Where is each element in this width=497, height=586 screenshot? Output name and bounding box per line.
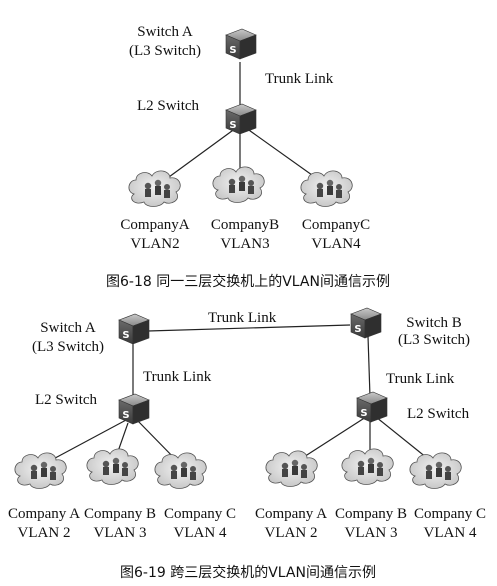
group-name-a: CompanyA	[120, 217, 189, 233]
group-vlan-left-c: VLAN 4	[174, 525, 227, 541]
group-name-right-a: Company A	[255, 506, 327, 522]
group-vlan-a: VLAN2	[130, 236, 179, 252]
workgroup-cloud-icon	[14, 452, 67, 489]
trunk-link-line	[147, 324, 351, 332]
workgroup-cloud-icon	[409, 452, 462, 489]
group-name-left-b: Company B	[84, 506, 156, 522]
trunk-link-label: Trunk Link	[208, 310, 277, 326]
group-name-c: CompanyC	[302, 217, 370, 233]
l2-switch-label: L2 Switch	[137, 98, 200, 114]
group-vlan-left-a: VLAN 2	[18, 525, 71, 541]
workgroup-cloud-icon	[265, 450, 318, 487]
workgroup-cloud-icon	[86, 448, 139, 485]
group-vlan-right-a: VLAN 2	[265, 525, 318, 541]
switch-icon: S	[225, 28, 257, 60]
group-name-left-a: Company A	[8, 506, 80, 522]
workgroup-cloud-icon	[341, 448, 394, 485]
figure-6-19: S S S S	[8, 307, 486, 581]
l2-switch-label: L2 Switch	[407, 406, 470, 422]
svg-text:S: S	[122, 410, 129, 421]
group-vlan-right-b: VLAN 3	[345, 525, 398, 541]
svg-text:S: S	[354, 324, 361, 335]
workgroup-cloud-icon	[212, 166, 265, 203]
workgroup-cloud-icon	[154, 452, 207, 489]
switch-a-name: Switch A	[40, 320, 96, 336]
svg-text:S: S	[360, 408, 367, 419]
group-name-left-c: Company C	[164, 506, 236, 522]
group-vlan-c: VLAN4	[311, 236, 361, 252]
trunk-link-line	[367, 335, 371, 398]
svg-text:S: S	[229, 120, 236, 131]
access-link-left-a	[43, 418, 129, 465]
switch-a-role: (L3 Switch)	[32, 339, 104, 355]
workgroup-cloud-icon	[128, 170, 181, 207]
switch-icon: S	[118, 313, 150, 345]
switch-icon: S	[225, 103, 257, 135]
group-name-b: CompanyB	[211, 217, 279, 233]
access-link-right-c	[375, 416, 433, 463]
figure-6-18: S S Switch A (L3 Switch)	[106, 24, 390, 290]
switch-icon: S	[118, 393, 150, 425]
group-vlan-left-b: VLAN 3	[94, 525, 147, 541]
svg-text:S: S	[229, 45, 236, 56]
access-link-company-a	[157, 127, 237, 186]
group-vlan-right-c: VLAN 4	[424, 525, 477, 541]
workgroup-cloud-icon	[300, 170, 353, 207]
trunk-link-label: Trunk Link	[265, 71, 334, 87]
switch-b-role: (L3 Switch)	[398, 332, 470, 348]
switch-b-name: Switch B	[406, 315, 461, 331]
access-link-right-a	[295, 416, 367, 463]
switch-a-role: (L3 Switch)	[129, 43, 201, 59]
group-name-right-c: Company C	[414, 506, 486, 522]
switch-icon: S	[356, 391, 388, 423]
group-name-right-b: Company B	[335, 506, 407, 522]
trunk-link-label: Trunk Link	[143, 369, 212, 385]
switch-icon: S	[350, 307, 382, 339]
figure-caption: 图6-19 跨三层交换机的VLAN间通信示例	[120, 564, 376, 581]
group-vlan-b: VLAN3	[220, 236, 269, 252]
trunk-link-label: Trunk Link	[386, 371, 455, 387]
switch-a-name: Switch A	[137, 24, 193, 40]
svg-text:S: S	[122, 330, 129, 341]
figure-caption: 图6-18 同一三层交换机上的VLAN间通信示例	[106, 273, 390, 290]
l2-switch-label: L2 Switch	[35, 392, 98, 408]
